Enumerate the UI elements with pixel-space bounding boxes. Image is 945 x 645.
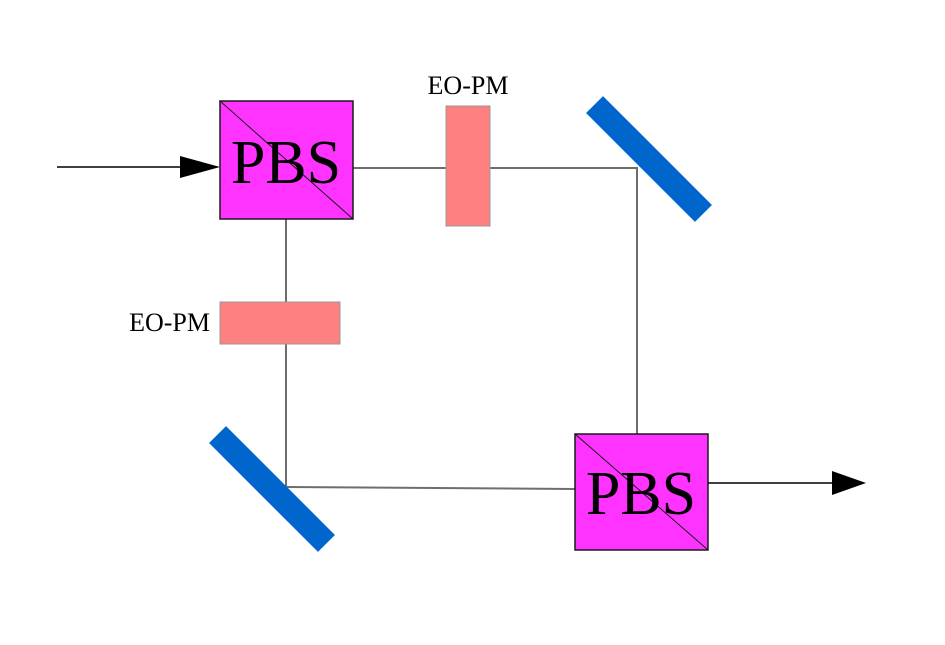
input-arrow-icon: [180, 156, 220, 178]
mirror-bottom-left-body: [209, 426, 335, 552]
pbs-bottom-label: PBS: [586, 460, 696, 528]
eopm-top-box: [445, 105, 491, 227]
eopm-left: EO-PM: [129, 301, 341, 345]
beam-paths: [285, 167, 638, 490]
eopm-left-box: [219, 301, 341, 345]
beam-bottom-arm: [285, 486, 576, 490]
output-arrow-icon: [832, 471, 866, 495]
mirror-top-right: [586, 96, 712, 222]
pbs-top: PBS: [219, 100, 354, 220]
mirror-bottom-left: [209, 426, 335, 552]
output-beam: [708, 471, 866, 495]
pbs-bottom: PBS: [574, 433, 709, 551]
pbs-top-diagonal: [219, 100, 354, 220]
input-beam: [57, 156, 220, 178]
pbs-top-label: PBS: [231, 129, 341, 197]
pbs-bottom-diagonal: [574, 433, 709, 551]
eopm-top: EO-PM: [428, 71, 509, 227]
eopm-top-label: EO-PM: [428, 71, 509, 100]
eopm-left-label: EO-PM: [129, 308, 210, 337]
mirror-top-right-body: [586, 96, 712, 222]
